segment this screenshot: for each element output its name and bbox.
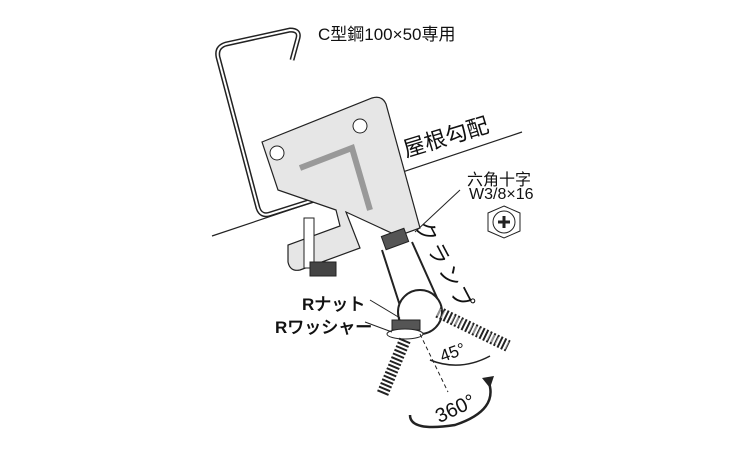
hex-cross-screw	[487, 205, 521, 239]
leader-r-nut	[369, 299, 401, 319]
r-nut	[391, 319, 421, 331]
set-bolt	[303, 217, 315, 269]
leader-hex	[414, 189, 461, 233]
hex-screw-head	[380, 227, 410, 251]
threaded-bolt-45	[435, 306, 511, 352]
hex-cross-label: 六角十字	[467, 172, 532, 189]
leader-r-washer	[364, 321, 393, 333]
angle-45-arc	[429, 355, 491, 366]
screw-size-label: W3/8×16	[469, 186, 534, 203]
set-bolt-nut	[309, 261, 337, 277]
body-hole-1	[269, 145, 285, 161]
body-hole-2	[352, 118, 368, 134]
r-nut-label: Rナット	[302, 295, 366, 314]
clamp-strap	[381, 241, 439, 313]
rotation-360-arrow	[408, 379, 492, 429]
clamp-body	[261, 96, 421, 271]
threaded-bolt-lower	[376, 337, 411, 398]
diagram-title: C型鋼100×50専用	[318, 25, 456, 44]
r-washer	[386, 328, 424, 340]
r-washer-label: Rワッシャー	[275, 318, 373, 337]
